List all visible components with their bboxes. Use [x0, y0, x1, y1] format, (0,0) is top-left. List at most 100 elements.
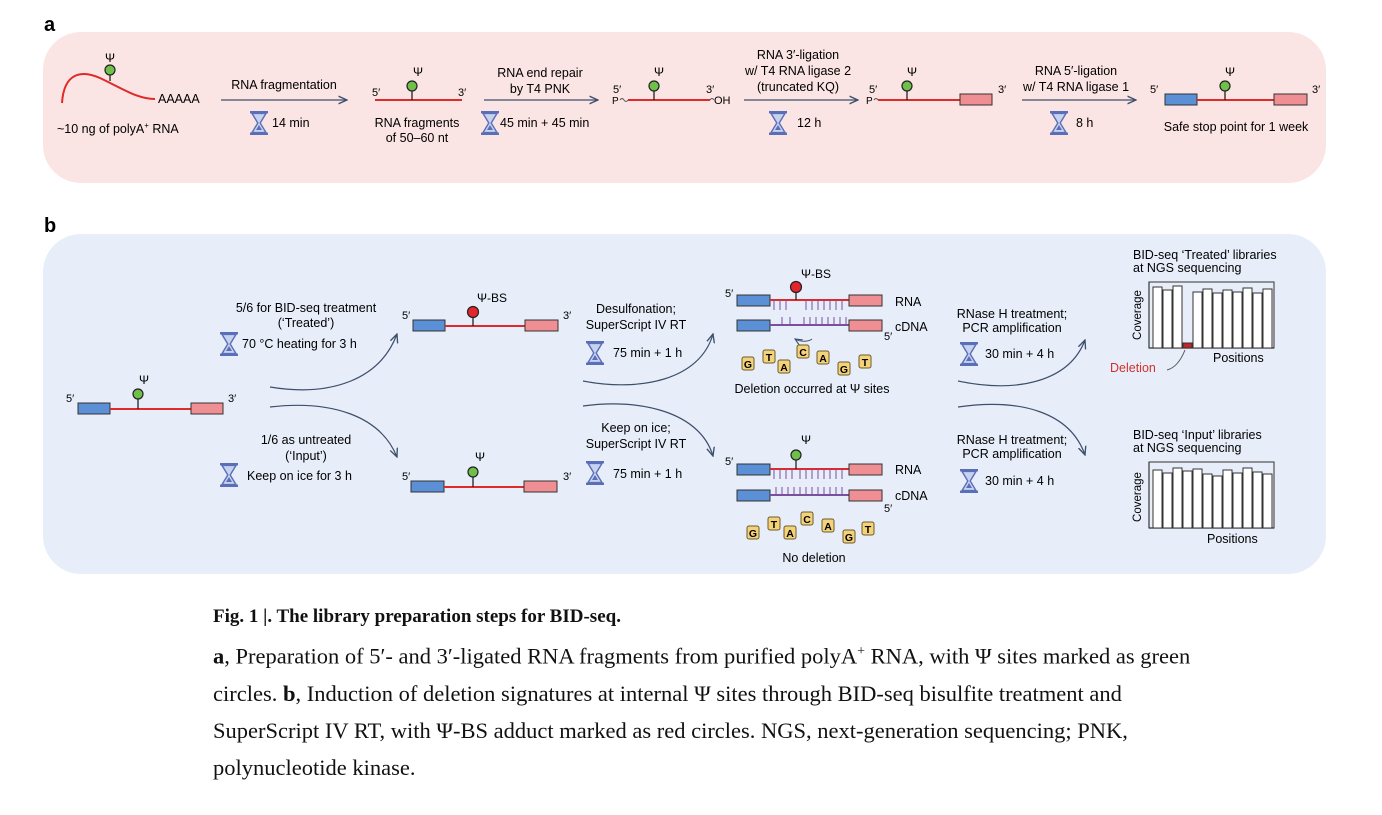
psi-label: Ψ [801, 433, 811, 447]
psi-site-icon [104, 64, 116, 76]
branch-arrow-up [269, 334, 397, 391]
five-prime-label: 5′ [725, 288, 733, 300]
fragments-label-line2: of 50–60 nt [386, 131, 449, 145]
step-5-ligation-title-line2: w/ T4 RNA ligase 1 [1022, 80, 1129, 94]
caption-b-letter: b [282, 680, 296, 706]
caption-a-letter: a [213, 643, 225, 669]
psi-bs-label: Ψ-BS [801, 267, 831, 281]
step-3-ligation-title-line2: w/ T4 RNA ligase 2 [744, 64, 851, 78]
three-prime-label: 3′ [458, 87, 466, 99]
free-nucleotides-treated: G T A C A G T [741, 344, 872, 376]
input-branch-time: Keep on ice for 3 h [247, 469, 352, 483]
five-prime-label: 5′ [725, 456, 733, 468]
psi-label: Ψ [907, 65, 917, 79]
rt-treated-title-line2: SuperScript IV RT [586, 318, 687, 332]
psi-site-icon [406, 80, 418, 92]
step-fragmentation-time: 14 min [272, 116, 310, 130]
pcr-treated-title-line2: PCR amplification [962, 321, 1061, 335]
psi-label: Ψ [413, 65, 423, 79]
psi-bs-label: Ψ-BS [477, 291, 507, 305]
step-end-repair-title-line1: RNA end repair [497, 66, 582, 80]
nucleotide-c: C [799, 347, 807, 359]
psi-label: Ψ [475, 450, 485, 464]
treated-coverage-plot [1148, 281, 1275, 349]
rt-treated-time: 75 min + 1 h [613, 346, 682, 360]
panel-a-letter: a [44, 14, 56, 36]
treated-rna-cdna-duplex: 5′ Ψ-BS RNA cDNA 5′ [725, 267, 928, 343]
deletion-note: Deletion occurred at Ψ sites [735, 382, 890, 396]
three-prime-label: 3′ [228, 393, 236, 405]
three-prime-label: 3′ [998, 84, 1006, 96]
psi-site-icon [132, 388, 144, 400]
psi-label: Ψ [105, 51, 115, 65]
input-branch-title-line1: 1/6 as untreated [261, 433, 351, 447]
psi-bs-adduct-icon [466, 305, 480, 319]
five-prime-label: 5′ [884, 503, 892, 515]
psi-site-icon [467, 466, 479, 478]
figure-caption: Fig. 1 |. The library preparation steps … [213, 606, 1213, 786]
input-coverage-plot [1148, 461, 1275, 529]
three-prime-label: 3′ [563, 471, 571, 483]
pcr-treated-time: 30 min + 4 h [985, 347, 1054, 361]
treated-branch-title-line1: 5/6 for BID-seq treatment [236, 301, 377, 315]
pcr-input-title-line1: RNase H treatment; [957, 433, 1067, 447]
pcr-treated-title-line1: RNase H treatment; [957, 307, 1067, 321]
nucleotide-g: G [845, 532, 853, 544]
psi-site-icon [648, 80, 660, 92]
psi-label: Ψ [1225, 65, 1235, 79]
nucleotide-t: T [771, 519, 778, 531]
nucleotide-t: T [865, 524, 872, 536]
treated-branch-time: 70 °C heating for 3 h [242, 337, 357, 351]
five-prime-label: 5′ [869, 84, 877, 96]
pcr-arrow-down [957, 403, 1085, 455]
five-prime-label: 5′ [613, 84, 621, 96]
branch-arrow-down [269, 404, 397, 457]
caption-a-text2: RNA, with Ψ sites marked as green circle… [213, 643, 1191, 706]
treated-library-title-line1: BID-seq ‘Treated’ libraries [1133, 248, 1277, 262]
rna-fragment: 5′ 3′ Ψ [372, 65, 466, 101]
nucleotide-g: G [744, 359, 752, 371]
panel-a-background [43, 32, 1326, 183]
five-prime-label: 5′ [1150, 84, 1158, 96]
psi-bs-adduct-icon [789, 280, 803, 294]
polya-tail-label: AAAAA [158, 92, 200, 106]
pcr-input-title-line2: PCR amplification [962, 447, 1061, 461]
rt-input-title-line2: SuperScript IV RT [586, 437, 687, 451]
phosphate-label: P [866, 96, 873, 107]
caption-b-text: , Induction of deletion signatures at in… [213, 680, 1128, 780]
fragments-label-line1: RNA fragments [375, 116, 460, 130]
nucleotide-t: T [766, 352, 773, 364]
five-prime-label: 5′ [884, 331, 892, 343]
step-end-repair-title-line2: by T4 PNK [510, 82, 571, 96]
polya-rna-molecule: Ψ AAAAA [61, 51, 200, 106]
no-deletion-note: No deletion [782, 551, 845, 565]
nucleotide-g: G [840, 364, 848, 376]
nucleotide-c: C [803, 514, 811, 526]
psi-site-icon [790, 449, 802, 461]
input-library-title-line2: at NGS sequencing [1133, 441, 1241, 455]
input-library-title-line1: BID-seq ‘Input’ libraries [1133, 428, 1262, 442]
three-prime-label: 3′ [1312, 84, 1320, 96]
rt-treated-title-line1: Desulfonation; [596, 302, 676, 316]
nucleotide-a: A [780, 362, 788, 374]
caption-title: Fig. 1 |. The library preparation steps … [213, 606, 621, 627]
treated-library-title-line2: at NGS sequencing [1133, 261, 1241, 275]
input-coverage-ylabel: Coverage [1132, 472, 1144, 522]
nucleotide-a: A [824, 521, 832, 533]
nucleotide-a: A [786, 528, 794, 540]
deletion-label: Deletion [1110, 361, 1156, 375]
input-branch-title-line2: (‘Input’) [285, 449, 327, 463]
step-5-ligation-time: 8 h [1076, 116, 1093, 130]
free-nucleotides-input: G T A C A G T [746, 511, 875, 544]
pcr-arrow-up [957, 340, 1085, 387]
fully-ligated-fragment: 5′ 3′ Ψ [1150, 65, 1320, 106]
hydroxyl-label: OH [714, 95, 731, 107]
three-prime-label: 3′ [563, 310, 571, 322]
nucleotide-a: A [819, 353, 827, 365]
figure-diagram: a Ψ AAAAA ~10 ng of polyA+ RNA RNA fragm… [43, 14, 1326, 574]
caption-a-sup: + [857, 644, 865, 659]
treated-coverage-ylabel: Coverage [1132, 290, 1144, 340]
psi-label: Ψ [654, 65, 664, 79]
rt-arrow-up [582, 334, 713, 386]
rna-label: RNA [895, 463, 922, 477]
